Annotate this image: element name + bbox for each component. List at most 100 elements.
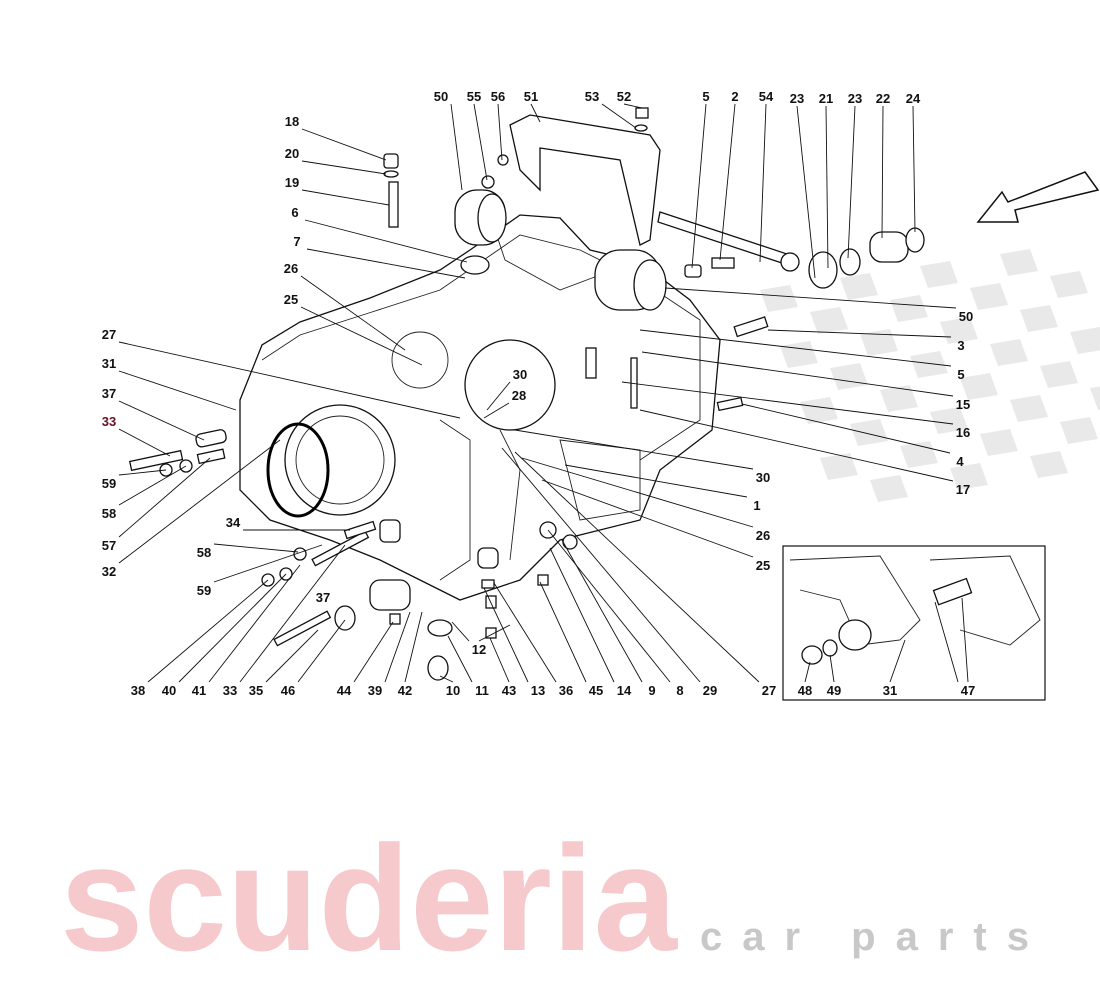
inset-detail (782, 545, 1046, 701)
callout-label-58: 58 (197, 545, 211, 560)
callout-label-23: 23 (848, 91, 862, 106)
callout-label-26: 26 (756, 528, 770, 543)
flag-square (860, 329, 898, 356)
callout-label-43: 43 (502, 683, 516, 698)
callout-label-53: 53 (585, 89, 599, 104)
leader-line-41 (208, 564, 301, 683)
callout-label-17: 17 (956, 482, 970, 497)
callout-label-5: 5 (702, 89, 709, 104)
leader-line-21 (825, 105, 829, 269)
leader-line-extra (961, 597, 969, 683)
callout-label-25: 25 (284, 292, 298, 307)
callout-label-37: 37 (102, 386, 116, 401)
leader-line-32 (118, 439, 281, 564)
flag-square (1070, 327, 1100, 354)
leader-line-25 (541, 479, 754, 558)
flag-square (800, 397, 838, 424)
flag-square (950, 463, 988, 490)
flag-square (1040, 361, 1078, 388)
callout-label-7: 7 (293, 234, 300, 249)
leader-line-55 (473, 103, 488, 181)
leader-line-57 (118, 457, 211, 538)
flag-square (870, 475, 908, 502)
flag-square (760, 285, 798, 312)
callout-label-20: 20 (285, 146, 299, 161)
watermark-sub: car parts (700, 915, 1049, 959)
callout-label-19: 19 (285, 175, 299, 190)
callout-label-32: 32 (102, 564, 116, 579)
leader-line-1 (564, 464, 748, 498)
flag-square (840, 273, 878, 300)
callout-label-46: 46 (281, 683, 295, 698)
callout-label-28: 28 (512, 388, 526, 403)
leader-line-27 (514, 451, 760, 683)
flag-square (960, 373, 998, 400)
leader-line-42 (404, 611, 423, 683)
callout-label-44: 44 (337, 683, 352, 698)
leader-line-16 (621, 381, 954, 425)
flag-square (810, 307, 848, 334)
callout-label-59: 59 (102, 476, 116, 491)
callout-label-25: 25 (756, 558, 770, 573)
flag-square (830, 363, 868, 390)
leader-line-47 (934, 601, 959, 683)
flag-square (990, 339, 1028, 366)
callout-label-22: 22 (876, 91, 890, 106)
callout-label-39: 39 (368, 683, 382, 698)
leader-line-17 (639, 409, 954, 482)
leader-line-5 (691, 103, 707, 269)
callout-label-27: 27 (102, 327, 116, 342)
callout-label-49: 49 (827, 683, 841, 698)
leader-line-33 (118, 428, 171, 457)
callout-label-13: 13 (531, 683, 545, 698)
leader-line-26 (300, 275, 406, 351)
leader-line-49 (829, 654, 835, 683)
leader-line-10 (439, 675, 454, 683)
callout-label-40: 40 (162, 683, 176, 698)
arrow-down-left-icon (976, 171, 1100, 223)
leader-line-18 (301, 128, 387, 161)
callout-label-52: 52 (617, 89, 631, 104)
callout-label-35: 35 (249, 683, 263, 698)
callout-label-10: 10 (446, 683, 460, 698)
flag-square (880, 385, 918, 412)
callout-label-33: 33 (223, 683, 237, 698)
flag-square (1050, 271, 1088, 298)
leader-line-39 (384, 611, 411, 683)
callout-label-38: 38 (131, 683, 145, 698)
callout-label-51: 51 (524, 89, 538, 104)
leader-line-23 (796, 105, 816, 279)
leader-line-28 (483, 402, 510, 419)
callout-label-30: 30 (513, 367, 527, 382)
watermark-brand: scuderia (60, 814, 679, 982)
leader-line-51 (530, 103, 541, 123)
flag-square (980, 429, 1018, 456)
leader-line-9 (561, 539, 643, 683)
leader-line-13 (483, 587, 529, 683)
callout-label-1: 1 (753, 498, 760, 513)
leader-line-35 (265, 629, 319, 683)
leader-line-59 (118, 469, 167, 476)
leader-line-extra (478, 624, 511, 642)
leader-line-43 (489, 637, 510, 683)
leader-line-29 (501, 447, 701, 683)
callout-label-3: 3 (957, 338, 964, 353)
leader-line-38 (147, 579, 269, 683)
callout-label-6: 6 (291, 205, 298, 220)
callout-label-23: 23 (790, 91, 804, 106)
leader-line-45 (539, 581, 587, 683)
callout-label-34: 34 (226, 515, 241, 530)
callout-label-9: 9 (648, 683, 655, 698)
callout-label-26: 26 (284, 261, 298, 276)
callout-label-27: 27 (762, 683, 776, 698)
leader-line-20 (301, 160, 387, 175)
callout-label-33: 33 (102, 414, 116, 429)
callout-label-5: 5 (957, 367, 964, 382)
callout-label-14: 14 (617, 683, 632, 698)
callout-label-24: 24 (906, 91, 921, 106)
flag-square (1030, 451, 1068, 478)
leader-line-36 (493, 582, 557, 683)
watermark: scuderia car parts (60, 814, 1049, 982)
